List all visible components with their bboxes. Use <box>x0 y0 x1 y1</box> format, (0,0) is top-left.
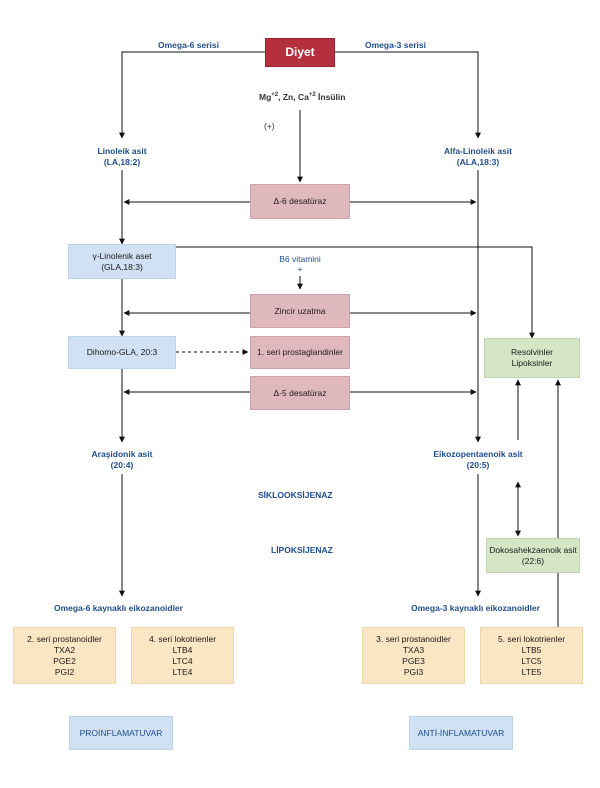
epa-label: Eikozopentaenoik asit (20:5) <box>424 449 532 471</box>
pge3: PGE3 <box>402 655 425 666</box>
series1-pg-label: 1. seri prostaglandinler <box>257 347 343 357</box>
gla-box: γ-Linolenik aset (GLA,18:3) <box>68 244 176 279</box>
epa-code: (20:5) <box>466 460 490 470</box>
delta5-desaturase-box: Δ-5 desatüraz <box>250 376 350 410</box>
dha-box: Dokosahekzaenoik asit (22:6) <box>486 538 580 573</box>
elongation-label: Zincir uzatma <box>274 305 326 316</box>
b6-plus: + <box>297 264 303 274</box>
cofactors-label: Mg+2, Zn, Ca+2 İnsülin <box>259 90 345 103</box>
omega6-eicosanoids-label: Omega-6 kaynaklı eikozanoidler <box>54 603 183 613</box>
series5-leukotrienes-box: 5. seri lokotrienler LTB5 LTC5 LTE5 <box>480 627 583 684</box>
diet-label: Diyet <box>285 45 315 59</box>
b6-vitamin-label: B6 vitamini + <box>266 254 334 273</box>
omega6-series-label: Omega-6 serisi <box>158 40 219 50</box>
delta6-desaturase-box: Δ-6 desatüraz <box>250 184 350 219</box>
series4-title: 4. seri lokotrienler <box>148 633 217 644</box>
proinflammatory-label: PROİNFLAMATUVAR <box>79 727 163 738</box>
alpha-linolenic-label: Alfa-Linoleik asit (ALA,18:3) <box>430 146 526 168</box>
arachidonic-acid-label: Araşidonik asit (20:4) <box>82 449 162 471</box>
pge2: PGE2 <box>53 655 76 666</box>
delta5-label: Δ-5 desatüraz <box>273 387 327 398</box>
ltc5: LTC5 <box>521 655 542 666</box>
series1-prostaglandins-box: 1. seri prostaglandinler <box>250 336 350 369</box>
antiinflammatory-label: ANTİ-İNFLAMATUVAR <box>417 727 505 738</box>
epa-name: Eikozopentaenoik asit <box>433 449 523 459</box>
pgi2: PGI2 <box>54 666 75 677</box>
series5-title: 5. seri lokotrienler <box>497 633 566 644</box>
omega3-eicosanoids-label: Omega-3 kaynaklı eikozanoidler <box>411 603 540 613</box>
lipoxins-label: Lipoksinler <box>511 358 553 368</box>
ala-code: (ALA,18:3) <box>456 157 500 167</box>
linoleic-acid-label: Linoleik asit (LA,18:2) <box>87 146 157 168</box>
aa-name: Araşidonik asit <box>91 449 153 459</box>
txa3: TXA3 <box>402 644 425 655</box>
cyclooxygenase-label: SİKLOOKSİJENAZ <box>258 490 333 500</box>
resolvins-box: Resolvinler Lipoksinler <box>484 338 580 378</box>
omega3-series-label: Omega-3 serisi <box>365 40 426 50</box>
series3-prostanoids-box: 3. seri prostanoidler TXA3 PGE3 PGI3 <box>362 627 465 684</box>
dha-name: Dokosahekzaenoik asit <box>489 544 577 555</box>
diet-box: Diyet <box>265 38 335 67</box>
lte5: LTE5 <box>521 666 542 677</box>
chain-elongation-box: Zincir uzatma <box>250 294 350 328</box>
lte4: LTE4 <box>172 666 193 677</box>
resolvins-label: Resolvinler <box>510 347 554 357</box>
gla-to-resolvins-line <box>176 246 535 339</box>
cofactor-charge-1: +2 <box>271 92 279 98</box>
ltb5: LTB5 <box>521 644 542 655</box>
series4-leukotrienes-box: 4. seri lokotrienler LTB4 LTC4 LTE4 <box>131 627 234 684</box>
dgla-label: Dihomo-GLA, 20:3 <box>86 347 158 357</box>
txa2: TXA2 <box>53 644 76 655</box>
cofactor-insulin: İnsülin <box>315 91 346 102</box>
proinflammatory-box: PROİNFLAMATUVAR <box>69 716 173 750</box>
dha-code: (22:6) <box>521 555 545 566</box>
series2-title: 2. seri prostanoidler <box>27 633 102 644</box>
cofactor-charge-2: +2 <box>308 92 316 98</box>
antiinflammatory-box: ANTİ-İNFLAMATUVAR <box>409 716 513 750</box>
lipoxygenase-label: LİPOKSİJENAZ <box>271 545 333 555</box>
linoleic-code: (LA,18:2) <box>103 157 141 167</box>
delta6-label: Δ-6 desatüraz <box>273 196 327 206</box>
gla-code: (GLA,18:3) <box>101 261 143 272</box>
ltc4: LTC4 <box>172 655 193 666</box>
aa-code: (20:4) <box>110 460 134 470</box>
diet-to-omega3-line <box>335 51 481 139</box>
plus-sign: (+) <box>264 121 275 131</box>
ltb4: LTB4 <box>172 644 193 655</box>
series3-title: 3. seri prostanoidler <box>376 633 451 644</box>
pgi3: PGI3 <box>403 666 424 677</box>
cofactor-mg: Mg <box>259 91 272 102</box>
gla-name: γ-Linolenik aset <box>92 250 152 261</box>
dgla-box: Dihomo-GLA, 20:3 <box>68 336 176 369</box>
linoleic-name: Linoleik asit <box>97 146 147 156</box>
series2-prostanoids-box: 2. seri prostanoidler TXA2 PGE2 PGI2 <box>13 627 116 684</box>
b6-name: B6 vitamini <box>279 254 321 264</box>
cofactor-zn-ca: , Zn, Ca <box>278 91 309 102</box>
diet-to-omega6-line <box>119 51 265 139</box>
ala-name: Alfa-Linoleik asit <box>443 146 512 156</box>
